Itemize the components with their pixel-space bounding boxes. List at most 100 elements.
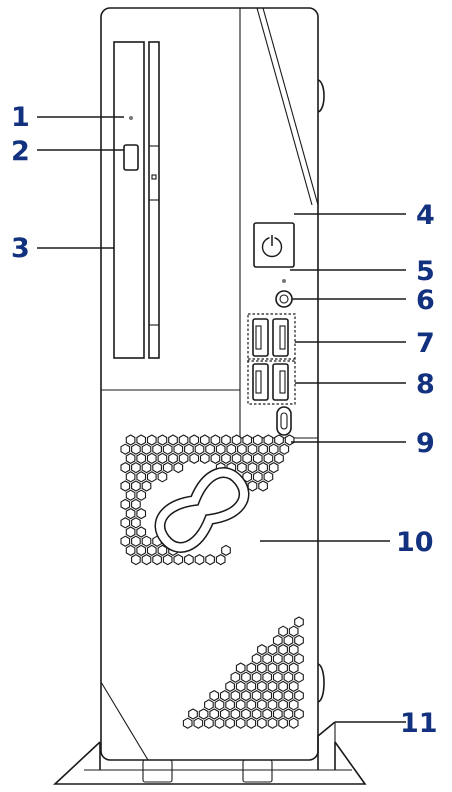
vent-hole (210, 434, 221, 446)
callout-3: 3 (11, 233, 30, 264)
vent-hole (267, 699, 278, 711)
vent-hole (157, 471, 168, 483)
vent-hole (184, 553, 194, 566)
vent-hole (136, 434, 147, 446)
vent-hole (251, 653, 262, 665)
vent-hole (283, 708, 294, 720)
vent-hole (120, 443, 131, 455)
vent-hole (162, 553, 173, 566)
vent-hole (221, 544, 231, 557)
vent-hole (288, 643, 299, 656)
callout-4: 4 (416, 200, 435, 231)
headset-jack[interactable] (275, 290, 293, 308)
vent-hole (214, 699, 225, 711)
vent-hole (278, 717, 288, 729)
vent-hole (288, 717, 299, 729)
usb-port[interactable] (272, 363, 289, 401)
vent-hole (136, 489, 147, 501)
vent-hole (278, 699, 288, 711)
vent-hole (182, 717, 193, 729)
vent-hole (146, 544, 157, 557)
optical-drive (113, 41, 145, 359)
vent-hole (141, 461, 152, 474)
callout-9: 9 (416, 428, 435, 459)
vent-hole (157, 434, 168, 446)
vent-hole (237, 443, 247, 455)
vent-hole (205, 443, 215, 455)
vent-hole (136, 507, 147, 520)
callout-11: 11 (400, 708, 438, 739)
vent-hole (225, 699, 235, 711)
vent-hole (131, 480, 141, 492)
vent-hole (257, 662, 267, 674)
vent-hole (173, 443, 184, 455)
usb-port[interactable] (272, 318, 289, 357)
vent-hole (272, 689, 283, 702)
vent-hole (283, 671, 294, 683)
vent-hole (146, 471, 157, 483)
vent-hole (251, 671, 262, 683)
eject-button[interactable] (123, 144, 139, 171)
vent-hole (235, 717, 246, 729)
vent-hole (263, 434, 274, 446)
vent-hole (294, 689, 304, 702)
vent-hole (209, 689, 220, 702)
callout-1: 1 (11, 102, 30, 133)
vent-hole (267, 680, 278, 693)
vent-hole (294, 671, 304, 683)
vent-hole (235, 662, 246, 674)
vent-hole (125, 471, 136, 483)
vent-hole (199, 452, 210, 465)
vent-hole (283, 689, 294, 702)
vent-hole (262, 653, 273, 665)
callout-2: 2 (11, 136, 30, 167)
vent-hole (252, 471, 263, 483)
vent-hole (288, 662, 299, 674)
vent-hole (258, 480, 268, 492)
vent-hole (258, 443, 268, 455)
brand-logo-icon (154, 467, 250, 553)
vent-hole (230, 689, 241, 702)
vent-lower (182, 616, 304, 729)
tower-body (100, 7, 325, 783)
vent-hole (221, 452, 231, 465)
vent-hole (257, 717, 267, 729)
power-button[interactable] (253, 222, 295, 268)
vent-hole (230, 708, 241, 720)
vent-hole (267, 717, 278, 729)
drive-led (129, 116, 133, 120)
vent-hole (189, 452, 200, 465)
vent-hole (168, 434, 178, 446)
vent-hole (221, 434, 231, 446)
usb-port[interactable] (252, 363, 269, 401)
vent-hole (131, 553, 141, 566)
leader-lines (37, 116, 406, 723)
vent-hole (198, 708, 209, 720)
vent-hole (242, 452, 253, 465)
vent-hole (204, 699, 214, 711)
vent-hole (214, 717, 225, 729)
vent-hole (274, 434, 284, 446)
vent-hole (162, 461, 173, 474)
vent-hole (125, 526, 136, 538)
vent-hole (241, 671, 251, 683)
callout-8: 8 (416, 369, 435, 400)
vent-hole (278, 643, 288, 656)
usb-port[interactable] (252, 318, 269, 357)
vent-hole (219, 689, 230, 702)
vent-hole (199, 434, 210, 446)
vent-hole (152, 461, 162, 474)
vent-hole (231, 452, 242, 465)
vent-hole (136, 544, 147, 557)
vent-hole (272, 653, 283, 665)
usb-type-c-port[interactable] (276, 406, 292, 436)
vent-hole (120, 498, 131, 511)
vent-hole (125, 507, 136, 520)
vent-hole (247, 480, 258, 492)
vent-hole (226, 443, 237, 455)
vent-hole (184, 443, 194, 455)
vent-hole (283, 634, 294, 647)
vent-hole (272, 708, 283, 720)
callout-7: 7 (416, 328, 435, 359)
